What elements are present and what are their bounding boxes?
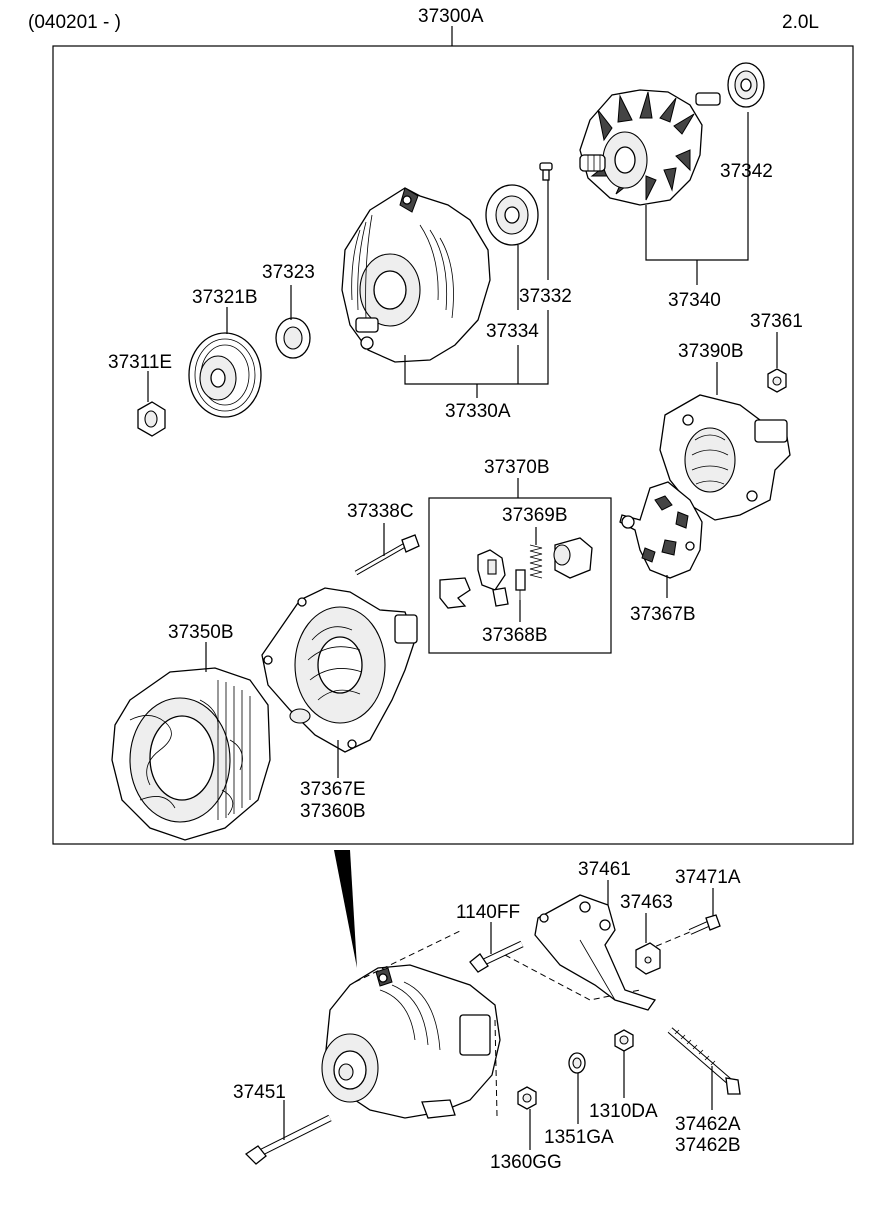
pulley-part[interactable] bbox=[188, 332, 262, 418]
part-label-37367E[interactable]: 37367E bbox=[300, 779, 366, 800]
part-label-37332[interactable]: 37332 bbox=[519, 286, 572, 307]
part-label-37463[interactable]: 37463 bbox=[620, 892, 673, 913]
part-label-37368B[interactable]: 37368B bbox=[482, 625, 548, 646]
brush-holder-part[interactable] bbox=[439, 549, 509, 609]
through-bolt-part[interactable] bbox=[354, 534, 420, 576]
part-label-1351GA[interactable]: 1351GA bbox=[544, 1127, 614, 1148]
adjusting-bolt-part[interactable] bbox=[667, 1027, 741, 1095]
part-label-37461[interactable]: 37461 bbox=[578, 859, 631, 880]
date-code-label: (040201 - ) bbox=[28, 12, 121, 33]
mounting-bolt-long-part[interactable] bbox=[244, 1114, 332, 1165]
part-label-37451[interactable]: 37451 bbox=[233, 1082, 286, 1103]
part-label-37361[interactable]: 37361 bbox=[750, 311, 803, 332]
engine-label: 2.0L bbox=[782, 12, 819, 33]
part-label-37330A[interactable]: 37330A bbox=[445, 401, 511, 422]
part-label-1360GG[interactable]: 1360GG bbox=[490, 1152, 562, 1173]
assembly-arrow-icon bbox=[334, 850, 357, 968]
part-label-37462A[interactable]: 37462A bbox=[675, 1114, 741, 1135]
part-label-37462B[interactable]: 37462B bbox=[675, 1135, 741, 1156]
washer-part[interactable] bbox=[568, 1052, 586, 1074]
part-label-37323[interactable]: 37323 bbox=[262, 262, 315, 283]
rear-cover-part[interactable] bbox=[659, 394, 791, 521]
part-label-37340[interactable]: 37340 bbox=[668, 290, 721, 311]
part-label-37367B[interactable]: 37367B bbox=[630, 604, 696, 625]
brush-holder-box bbox=[428, 497, 612, 654]
adjuster-block-part[interactable] bbox=[635, 942, 661, 975]
rectifier-part[interactable] bbox=[619, 481, 703, 579]
adjuster-bolt-part[interactable] bbox=[688, 914, 721, 935]
brush-part[interactable] bbox=[515, 569, 526, 600]
part-label-37471A[interactable]: 37471A bbox=[675, 867, 741, 888]
part-label-37390B[interactable]: 37390B bbox=[678, 341, 744, 362]
assembled-alternator-part[interactable] bbox=[321, 964, 501, 1119]
assembly-number-label: 37300A bbox=[418, 6, 484, 27]
part-label-37334[interactable]: 37334 bbox=[486, 321, 539, 342]
rear-housing-part[interactable] bbox=[261, 587, 418, 753]
part-label-37350B[interactable]: 37350B bbox=[168, 622, 234, 643]
part-label-37342[interactable]: 37342 bbox=[720, 161, 773, 182]
hex-nut-part[interactable] bbox=[614, 1029, 634, 1052]
part-label-1310DA[interactable]: 1310DA bbox=[589, 1101, 658, 1122]
assembly-frame bbox=[52, 45, 854, 845]
rotor-part[interactable] bbox=[579, 89, 721, 206]
part-label-37321B[interactable]: 37321B bbox=[192, 287, 258, 308]
front-bearing-part[interactable] bbox=[485, 184, 539, 246]
regulator-cap-part[interactable] bbox=[553, 537, 593, 579]
rear-bearing-part[interactable] bbox=[727, 62, 765, 108]
part-label-37369B[interactable]: 37369B bbox=[502, 505, 568, 526]
front-housing-part[interactable] bbox=[341, 187, 491, 363]
brush-spring-part[interactable] bbox=[529, 544, 543, 579]
bearing-screw-part[interactable] bbox=[539, 162, 553, 181]
part-label-37370B[interactable]: 37370B bbox=[484, 457, 550, 478]
part-label-1140FF[interactable]: 1140FF bbox=[456, 902, 520, 923]
stator-part[interactable] bbox=[111, 667, 271, 841]
part-label-37360B[interactable]: 37360B bbox=[300, 801, 366, 822]
part-label-37311E[interactable]: 37311E bbox=[108, 352, 172, 373]
pulley-nut-part[interactable] bbox=[137, 401, 166, 437]
part-label-37338C[interactable]: 37338C bbox=[347, 501, 414, 522]
flange-nut-part[interactable] bbox=[517, 1086, 537, 1110]
bracket-bolt-part[interactable] bbox=[469, 940, 524, 973]
terminal-nut-part[interactable] bbox=[767, 368, 787, 393]
dashed-guide-4 bbox=[646, 931, 691, 951]
dashed-guide-2 bbox=[494, 1019, 498, 1117]
spacer-part[interactable] bbox=[275, 317, 311, 359]
